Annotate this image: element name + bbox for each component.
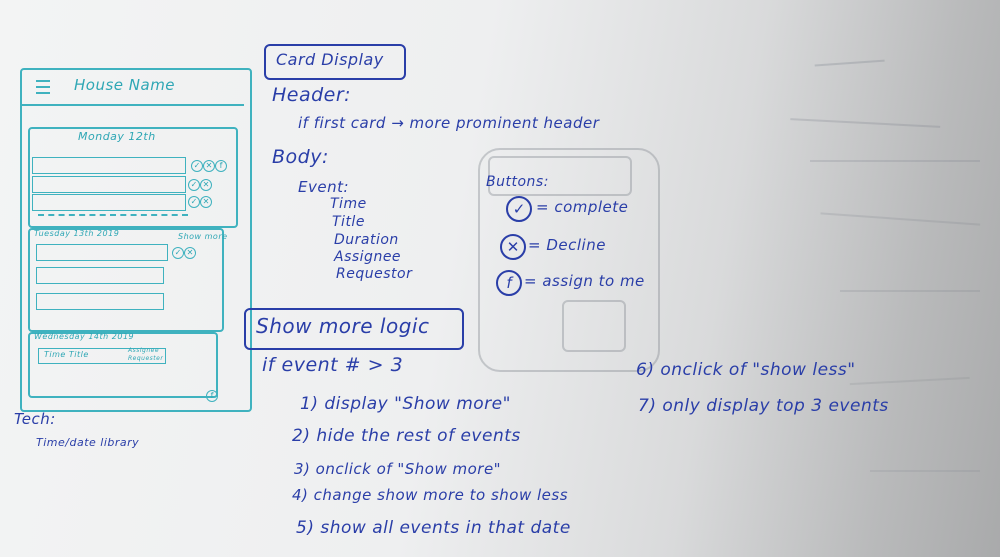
- card-date-tuesday: Tuesday 13th 2019: [34, 229, 120, 238]
- tech-item: Time/date library: [36, 436, 140, 449]
- ghost-scribble: [789, 118, 941, 138]
- ghost-scribble: [814, 59, 886, 77]
- logic-step-5: 5) show all events in that date: [296, 518, 571, 538]
- mockup-header-divider: [22, 104, 244, 106]
- decline-text: = Decline: [528, 236, 606, 254]
- logic-step-4: 4) change show more to show less: [292, 486, 569, 504]
- card-tuesday: [28, 228, 224, 332]
- card-display-title: Card Display: [276, 50, 384, 69]
- x-icon: ✕: [200, 179, 212, 191]
- check-icon: ✓: [188, 179, 200, 191]
- menu-icon: [36, 80, 50, 94]
- ghost-scribble: [810, 160, 980, 172]
- check-icon: ✓: [172, 247, 184, 259]
- header-rule: if first card → more prominent header: [298, 114, 600, 132]
- logic-step-1: 1) display "Show more": [300, 394, 511, 414]
- assign-to-me-icon: f: [496, 270, 522, 296]
- decline-icon: ✕: [500, 234, 526, 260]
- card-date-wednesday: Wednesday 14th 2019: [34, 332, 135, 341]
- ghost-card: [562, 300, 626, 352]
- complete-text: = complete: [536, 198, 629, 216]
- assign-to-me-text: = assign to me: [524, 272, 645, 290]
- field-assignee: Assignee: [334, 249, 402, 265]
- ghost-phone-outline: [478, 148, 660, 372]
- header-label: Header:: [272, 84, 352, 106]
- event-row: [38, 348, 166, 364]
- event-row: [36, 244, 168, 261]
- card-wednesday: [28, 332, 218, 398]
- event-row: [32, 176, 186, 193]
- event-row: [36, 267, 164, 284]
- body-label: Body:: [272, 146, 329, 168]
- check-icon: ✓: [188, 196, 200, 208]
- assign-icon: f: [215, 160, 227, 172]
- card-display-title-box: [264, 44, 406, 80]
- assign-icon: f: [206, 390, 218, 402]
- ghost-scribble: [849, 376, 971, 396]
- field-time: Time: [330, 196, 367, 212]
- x-icon: ✕: [200, 196, 212, 208]
- logic-step-6: 6) onclick of "show less": [636, 360, 856, 380]
- dashed-separator: [38, 214, 188, 216]
- ghost-scribble: [870, 470, 980, 482]
- event-assignee: Assignee: [128, 347, 160, 354]
- card-date-monday: Monday 12th: [78, 130, 156, 143]
- x-icon: ✕: [184, 247, 196, 259]
- x-icon: ✕: [203, 160, 215, 172]
- field-duration: Duration: [334, 232, 399, 248]
- event-row: [36, 293, 164, 310]
- logic-step-3: 3) onclick of "Show more": [294, 460, 502, 478]
- field-requestor: Requestor: [336, 266, 413, 282]
- show-more-condition: if event # > 3: [262, 354, 404, 376]
- check-icon: ✓: [191, 160, 203, 172]
- logic-step-7: 7) only display top 3 events: [638, 396, 889, 416]
- show-more-logic-title-box: [244, 308, 464, 350]
- logic-step-2: 2) hide the rest of events: [292, 426, 521, 446]
- ghost-card: [488, 156, 632, 196]
- mockup-frame: [20, 68, 252, 412]
- complete-icon: ✓: [506, 196, 532, 222]
- tech-label: Tech:: [14, 410, 56, 428]
- buttons-label: Buttons:: [486, 174, 549, 190]
- event-requester: Requester: [128, 355, 164, 362]
- ghost-scribble: [819, 212, 981, 236]
- event-time-title: Time Title: [44, 350, 89, 359]
- card-monday: [28, 127, 238, 228]
- field-title: Title: [332, 214, 365, 230]
- event-row: [32, 157, 186, 174]
- house-name: House Name: [74, 76, 176, 94]
- show-more-logic-title: Show more logic: [256, 314, 430, 338]
- event-row: [32, 194, 186, 211]
- ghost-scribble: [840, 290, 980, 302]
- event-label: Event:: [298, 178, 350, 196]
- show-more-link[interactable]: Show more: [178, 232, 228, 241]
